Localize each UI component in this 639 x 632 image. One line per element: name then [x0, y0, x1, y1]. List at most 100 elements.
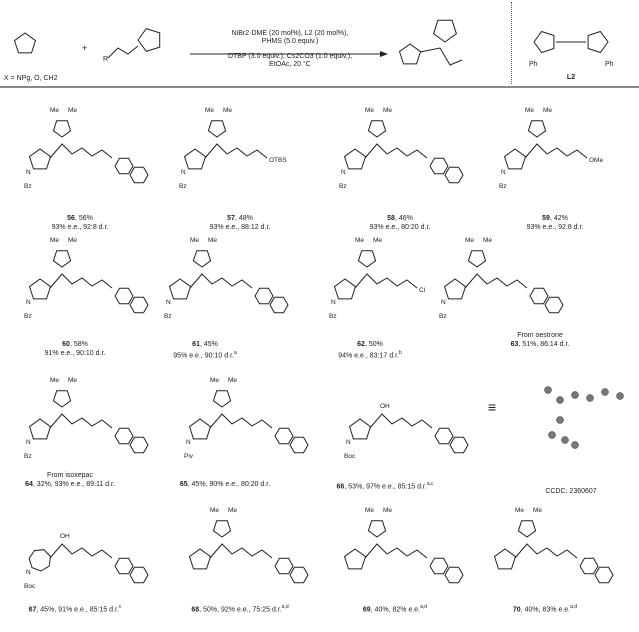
nitrogen-label: N	[26, 439, 31, 446]
ligand-ph-left: Ph	[529, 61, 538, 68]
compound-selectivity: 93% e.e., 92:8 d.r.	[51, 224, 109, 231]
nitrogen-label: N	[166, 299, 171, 306]
atom	[571, 391, 579, 399]
footnote: a,d	[570, 604, 578, 610]
methyl-label: Me	[465, 237, 474, 244]
methyl-label: Me	[50, 377, 59, 384]
arene-ring	[289, 566, 309, 584]
hydroxyl-label: OH	[60, 533, 70, 540]
arene-ring	[114, 157, 134, 175]
protecting-group-label: Bz	[24, 453, 32, 460]
compound-number: 56	[67, 215, 75, 222]
methyl-label: Me	[515, 507, 524, 514]
product-ring	[398, 43, 422, 65]
protecting-group-label: Bz	[164, 313, 172, 320]
bond	[107, 45, 139, 59]
arene-ring	[269, 296, 289, 314]
methyl-label: Me	[533, 507, 542, 514]
hydroxyl-label: OH	[380, 403, 390, 410]
pinacol-boronate-ring	[192, 250, 212, 268]
ring	[343, 548, 367, 570]
atom	[601, 388, 609, 396]
bond	[464, 273, 528, 289]
source-note: From oestrone	[517, 332, 563, 339]
methyl-label: Me	[373, 237, 382, 244]
atom	[556, 396, 564, 404]
compound-selectivity: 95% e.e., 90:10 d.r.	[173, 352, 234, 360]
arene-ring	[444, 166, 464, 184]
section-divider	[0, 86, 639, 88]
footnote: a,d	[420, 604, 428, 610]
atom	[571, 441, 579, 449]
bond	[419, 47, 463, 66]
arene-ring	[129, 296, 149, 314]
compound-result: , 40%, 83% e.e.	[520, 606, 571, 614]
compound-number: 67	[28, 606, 37, 614]
bond	[369, 413, 433, 429]
methyl-label: Me	[210, 507, 219, 514]
protecting-group-label: Boc	[344, 453, 356, 460]
ring	[28, 278, 52, 300]
compound-selectivity: 93% e.e., 92:8 d.r.	[526, 224, 584, 231]
methyl-label: Me	[68, 377, 77, 384]
substrate-ring	[13, 32, 37, 54]
atom	[586, 394, 594, 402]
conditions-top2: PHMS (5.0 equiv.)	[261, 38, 319, 45]
arene-ring	[254, 287, 274, 305]
methyl-label: Me	[365, 507, 374, 514]
arene-ring	[434, 427, 454, 445]
protecting-group-label: Bz	[179, 183, 187, 190]
methyl-label: Me	[210, 377, 219, 384]
nitrogen-label: N	[501, 169, 506, 176]
methyl-label: Me	[205, 107, 214, 114]
ring	[28, 148, 52, 170]
compound-result: , 45%, 90% e.e., 80:20 d.r.	[187, 481, 271, 488]
compound-number: 62	[357, 341, 365, 348]
terminal-group-label: OMe	[589, 157, 603, 164]
bond	[204, 143, 268, 159]
ligand-ph-right: Ph	[605, 61, 614, 68]
methyl-label: Me	[228, 377, 237, 384]
compound-selectivity: 91% e.e., 90:10 d.r.	[44, 350, 106, 357]
ring	[188, 418, 212, 440]
bond	[209, 413, 273, 429]
atom	[544, 386, 552, 394]
compound-number: 65	[179, 481, 188, 488]
methyl-label: Me	[543, 107, 552, 114]
methyl-label: Me	[68, 237, 77, 244]
arene-ring	[114, 287, 134, 305]
protecting-group-label: Bz	[329, 313, 337, 320]
bond	[364, 143, 428, 159]
arene-ring	[529, 287, 549, 305]
ccdc-number: CCDC: 2360607	[545, 488, 597, 495]
nitrogen-label: N	[26, 299, 31, 306]
protecting-group-label: Bz	[499, 183, 507, 190]
plus-sign: +	[82, 43, 88, 53]
arene-ring	[129, 436, 149, 454]
ring	[343, 148, 367, 170]
methyl-label: Me	[383, 107, 392, 114]
substrate-label: X = NPg, O, CH2	[4, 75, 58, 82]
ligand-label: L2	[566, 74, 576, 81]
arene-ring	[449, 436, 469, 454]
methyl-label: Me	[223, 107, 232, 114]
pinacol-boronate-ring	[52, 250, 72, 268]
compound-yield: , 46%	[394, 215, 413, 222]
compound-number: 61	[192, 341, 200, 348]
atom	[548, 431, 556, 439]
ring	[493, 548, 517, 570]
ring	[348, 418, 372, 440]
oxazoline-ring	[587, 30, 609, 54]
ring	[28, 549, 52, 572]
compound-result: , 32%, 93% e.e., 89:11 d.r.	[32, 481, 115, 488]
ligand-divider	[511, 2, 512, 84]
nitrogen-label: N	[181, 169, 186, 176]
